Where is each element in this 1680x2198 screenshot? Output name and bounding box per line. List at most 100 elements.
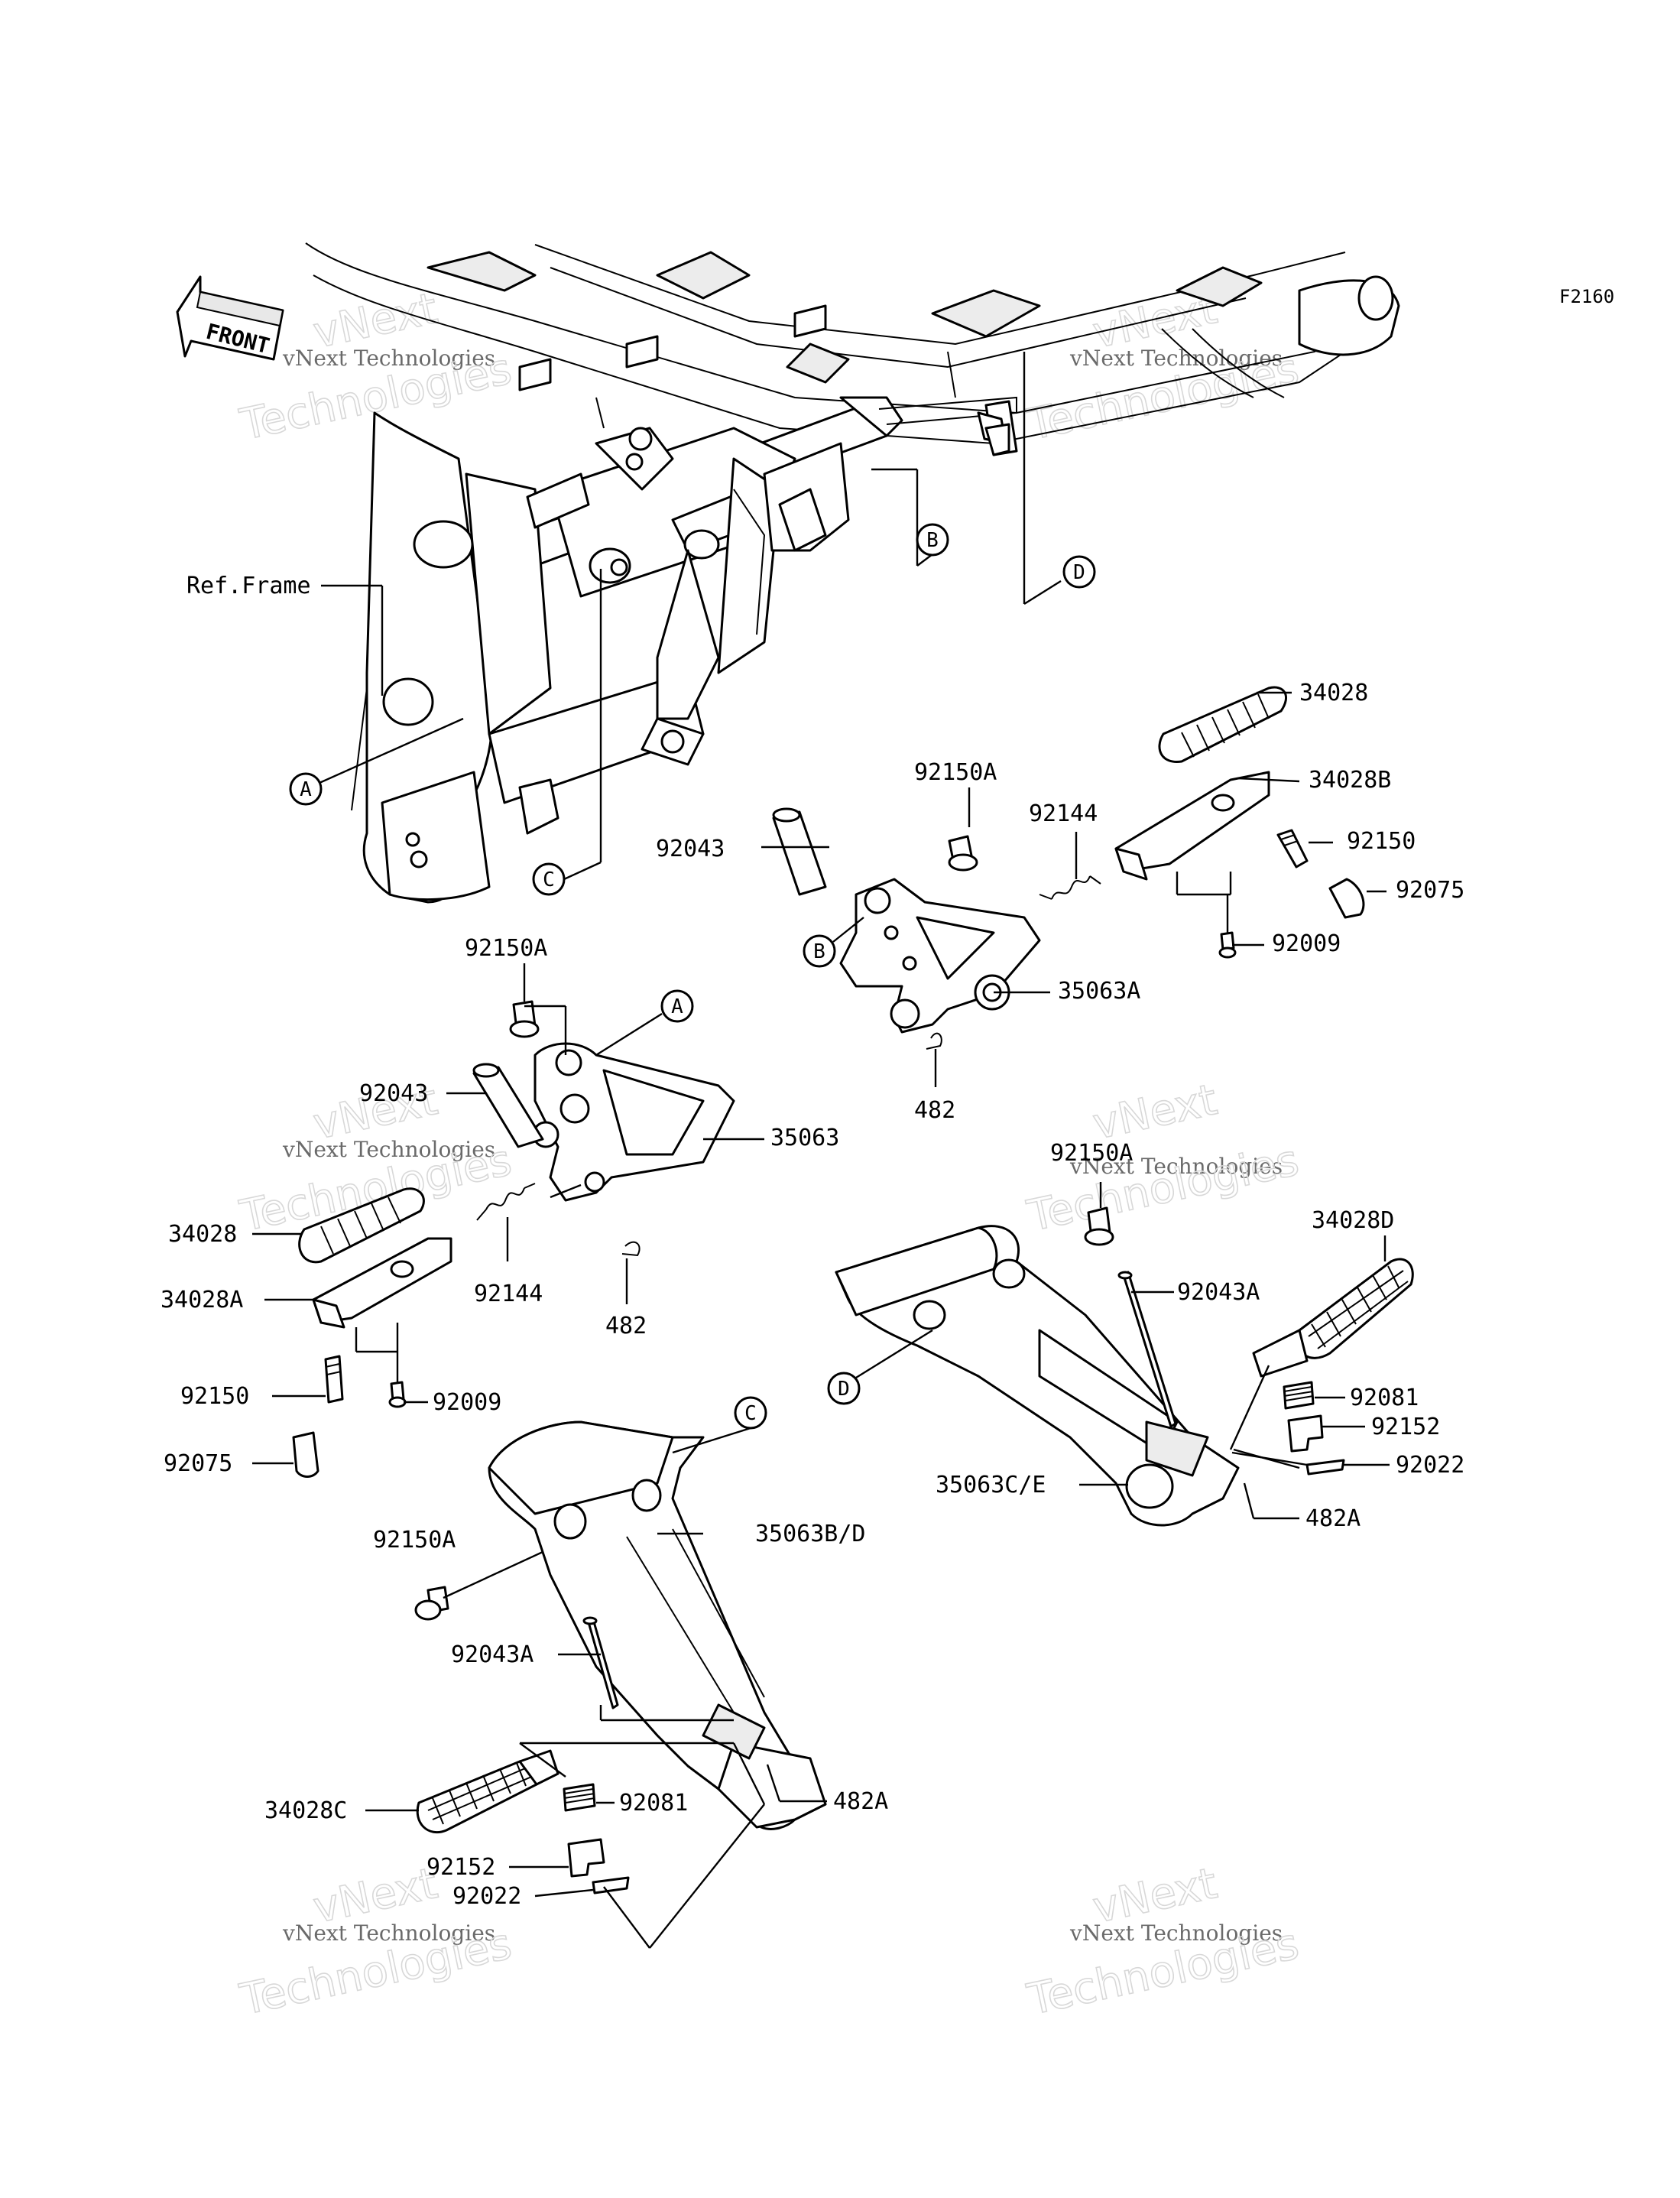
- bracket-35063: [532, 1042, 735, 1202]
- bolt-92150A-r: [948, 835, 978, 872]
- footpeg-34028-r: [1158, 686, 1287, 763]
- svg-text:A: A: [300, 778, 312, 801]
- plate-92152-r: [1287, 1414, 1324, 1453]
- footpeg-34028C: [416, 1749, 559, 1834]
- label-92043-l: 92043: [359, 1080, 428, 1107]
- label-92022-l: 92022: [452, 1883, 521, 1910]
- callout-c-part: C: [734, 1396, 767, 1430]
- svg-text:vNext Technologies: vNext Technologies: [1069, 346, 1283, 371]
- label-92144-l: 92144: [474, 1281, 543, 1307]
- svg-text:vNext Technologies: vNext Technologies: [1069, 1920, 1283, 1946]
- label-34028B: 34028B: [1309, 767, 1391, 794]
- label-92152-l: 92152: [426, 1854, 495, 1881]
- footpeg-holder-34028B: [1114, 771, 1270, 881]
- label-92150A-r: 92150A: [914, 759, 997, 786]
- bolt-92150A-rr: [1084, 1206, 1114, 1246]
- bracket-35063CE: [835, 1225, 1240, 1527]
- label-92081-l: 92081: [619, 1790, 688, 1817]
- label-34028D: 34028D: [1312, 1207, 1394, 1234]
- label-92043A-r: 92043A: [1177, 1279, 1260, 1306]
- right-rear-leaders: [855, 1182, 1390, 1520]
- svg-text:vNext Technologies: vNext Technologies: [282, 346, 495, 371]
- right-front-leaders: [761, 691, 1386, 1087]
- callout-b-frame: B: [916, 523, 949, 557]
- spring-92144-r: [1039, 875, 1101, 900]
- label-34028A: 34028A: [161, 1287, 243, 1313]
- svg-text:vNext Technologies: vNext Technologies: [282, 1920, 495, 1946]
- svg-text:D: D: [838, 1378, 850, 1401]
- callout-d-part: D: [827, 1372, 861, 1405]
- svg-text:vNext Technologies: vNext Technologies: [1069, 1154, 1283, 1179]
- ref-frame-label: Ref.Frame: [186, 573, 311, 599]
- pin-92043A-l: [582, 1616, 619, 1709]
- spring-92144-l: [476, 1183, 536, 1221]
- label-482A-l: 482A: [833, 1788, 888, 1815]
- label-92150-l: 92150: [180, 1383, 249, 1410]
- callout-a-part: A: [660, 989, 694, 1023]
- front-arrow-icon: FRONT: [176, 275, 284, 361]
- callout-c-frame: C: [532, 862, 566, 896]
- label-92009-r: 92009: [1272, 930, 1341, 957]
- bolt-92150A-l: [509, 1000, 540, 1038]
- label-92043A-l: 92043A: [451, 1641, 534, 1668]
- plate-92022-l: [592, 1876, 630, 1894]
- pin-92150-r: [1276, 829, 1309, 868]
- left-rear-leaders: [365, 1427, 827, 1949]
- pin-92043-r: [772, 807, 827, 896]
- footpeg-34028-l: [298, 1187, 425, 1264]
- bracket-35063BD: [488, 1420, 827, 1830]
- footpeg-34028D: [1252, 1258, 1414, 1378]
- spring-92081-l: [563, 1783, 596, 1812]
- left-front-leaders: [252, 963, 764, 1465]
- callout-b-part: B: [803, 934, 836, 968]
- label-482-r: 482: [914, 1097, 955, 1124]
- callout-a-frame: A: [289, 772, 323, 806]
- plate-92152-l: [567, 1838, 605, 1878]
- cotter-482-r: [926, 1032, 942, 1050]
- svg-text:C: C: [744, 1402, 757, 1425]
- label-92043-r: 92043: [656, 836, 725, 862]
- frame-drawing: [305, 242, 1400, 904]
- plate-92022-r: [1305, 1459, 1345, 1476]
- label-35063CE: 35063C/E: [936, 1472, 1046, 1498]
- cap-92075-l: [292, 1431, 319, 1478]
- pin-92043A-r: [1117, 1271, 1177, 1428]
- callout-d-frame: D: [1062, 555, 1096, 589]
- label-92150A-rr: 92150A: [1050, 1140, 1133, 1167]
- pin-482A-l: [766, 1764, 781, 1802]
- label-482-l: 482: [605, 1313, 647, 1339]
- footpeg-holder-34028A: [312, 1237, 452, 1329]
- bolt-92009-r: [1218, 931, 1237, 959]
- label-92150A-l: 92150A: [465, 935, 547, 962]
- bolt-92150A-rl: [414, 1586, 449, 1621]
- watermark-top-right: vNext vNext Technologies Technologies: [1023, 283, 1304, 450]
- bracket-35063A: [839, 878, 1041, 1034]
- label-34028-r: 34028: [1299, 680, 1368, 706]
- label-35063: 35063: [770, 1125, 839, 1151]
- label-92075-r: 92075: [1396, 877, 1464, 904]
- label-92150-r: 92150: [1347, 828, 1416, 855]
- cap-92075-r: [1328, 878, 1365, 919]
- label-92150A-rl: 92150A: [373, 1527, 456, 1554]
- svg-text:B: B: [926, 529, 939, 552]
- label-482A-r: 482A: [1305, 1505, 1361, 1532]
- bolt-92009-l: [388, 1381, 407, 1408]
- label-35063A: 35063A: [1058, 978, 1140, 1005]
- label-92152-r: 92152: [1371, 1414, 1440, 1440]
- svg-text:vNext: vNext: [1088, 1075, 1221, 1150]
- spring-92081-r: [1283, 1381, 1315, 1410]
- label-92144-r: 92144: [1029, 800, 1098, 827]
- label-34028-l: 34028: [168, 1221, 237, 1248]
- svg-text:vNext Technologies: vNext Technologies: [282, 1137, 495, 1162]
- pin-92150-l: [324, 1355, 344, 1404]
- pin-482A-r: [1243, 1482, 1255, 1519]
- svg-text:A: A: [671, 995, 683, 1018]
- watermark-bottom-right: vNext vNext Technologies Technologies: [1023, 1858, 1304, 2025]
- svg-text:C: C: [543, 868, 555, 891]
- label-92081-r: 92081: [1350, 1385, 1419, 1411]
- svg-text:D: D: [1073, 561, 1085, 584]
- label-35063BD: 35063B/D: [755, 1521, 866, 1547]
- pin-92043-l: [472, 1063, 544, 1148]
- svg-text:B: B: [813, 940, 825, 963]
